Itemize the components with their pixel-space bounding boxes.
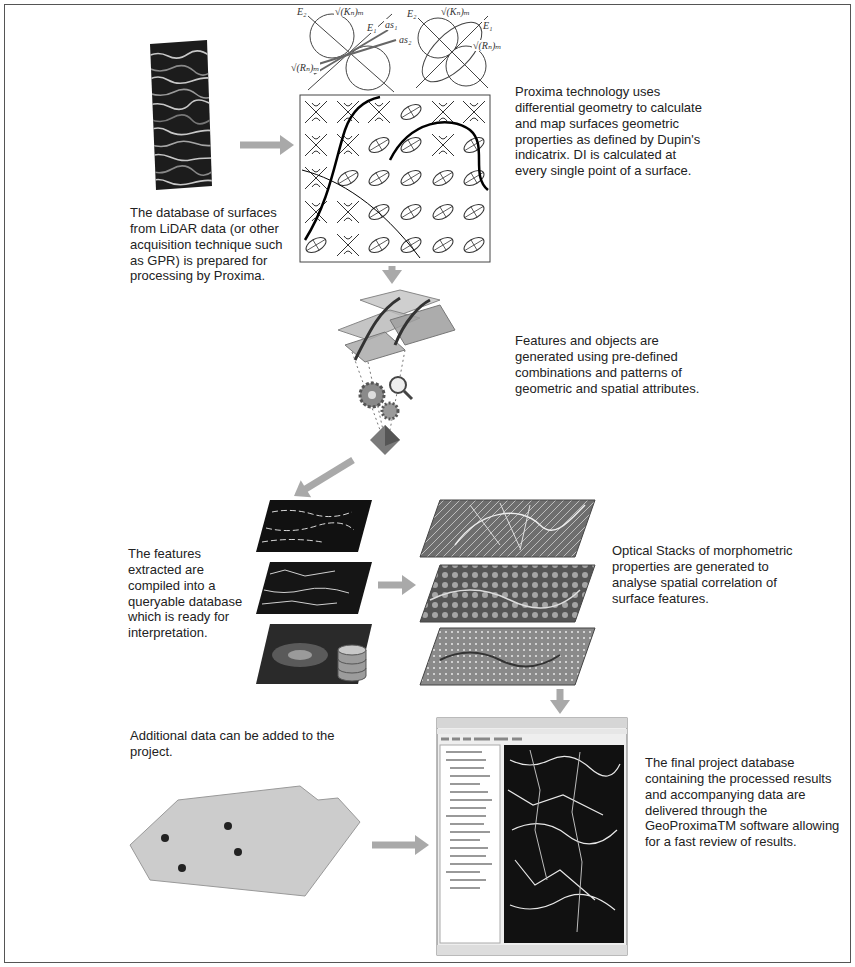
- illustration-panel: Features and objects are generated using…: [335, 288, 455, 456]
- lidar-image: [148, 40, 216, 190]
- step-description: Optical Stacks of morphometric propertie…: [612, 543, 812, 606]
- arrow-head: [382, 270, 402, 284]
- flow-arrow: [294, 460, 353, 497]
- feature-generation-figure: [338, 290, 455, 455]
- formula-label: as₂: [398, 34, 412, 45]
- optical-stacks: [420, 500, 595, 685]
- step-description: The final project database containing th…: [645, 755, 840, 850]
- database-icon: [338, 645, 366, 681]
- arrow-shaft: [378, 582, 403, 589]
- arrow-shaft: [372, 842, 416, 849]
- database-layers: [256, 500, 372, 684]
- step-description: The database of surfaces from LiDAR data…: [130, 205, 295, 284]
- arrow-shaft: [557, 689, 564, 701]
- flow-arrow: [550, 689, 570, 714]
- step-description: Features and objects are generated using…: [515, 333, 705, 396]
- additional-data-polygon: [130, 786, 360, 896]
- arrow-shaft: [305, 460, 353, 489]
- arrow-head: [415, 835, 429, 855]
- formula-label: √(Kₙ)ₘ: [440, 6, 471, 17]
- formula-label: E₂: [406, 8, 418, 19]
- formula-label: E₁: [482, 20, 494, 31]
- illustration-panel: Optical Stacks of morphometric propertie…: [420, 498, 595, 685]
- formula-label: as₁: [384, 19, 398, 30]
- illustration-panel: Proxima technology uses differential geo…: [298, 8, 492, 262]
- formula-label: √(Rₙ)ₘ: [290, 62, 320, 73]
- step-description: Additional data can be added to the proj…: [130, 728, 345, 760]
- formula-label: E₂: [296, 6, 308, 17]
- outer-frame: [5, 5, 851, 963]
- step-description: Proxima technology uses differential geo…: [515, 84, 705, 179]
- flow-arrow: [382, 266, 402, 284]
- flow-arrow: [240, 135, 294, 155]
- flow-arrow: [378, 575, 416, 595]
- illustration-panel: The database of surfaces from LiDAR data…: [150, 40, 212, 190]
- arrow-shaft: [240, 142, 281, 149]
- step-description: The features extracted are compiled into…: [128, 546, 250, 641]
- dupin-figure: [308, 14, 396, 92]
- illustration-panel: The features extracted are compiled into…: [256, 498, 372, 688]
- illustration-panel: The final project database containing th…: [437, 718, 627, 955]
- formula-label: E₁: [366, 22, 378, 33]
- curvature-grid: [300, 95, 490, 262]
- flow-arrow: [372, 835, 429, 855]
- arrow-head: [294, 480, 311, 497]
- arrow-head: [550, 700, 570, 714]
- dupin-figure: [412, 12, 491, 91]
- software-screenshot: [437, 718, 627, 955]
- illustration-panel: Additional data can be added to the proj…: [128, 783, 362, 900]
- formula-label: √(Rₙ)ₘ: [472, 40, 502, 51]
- arrow-head: [402, 575, 416, 595]
- formula-label: √(Kₙ)ₘ: [334, 6, 365, 17]
- arrow-head: [280, 135, 294, 155]
